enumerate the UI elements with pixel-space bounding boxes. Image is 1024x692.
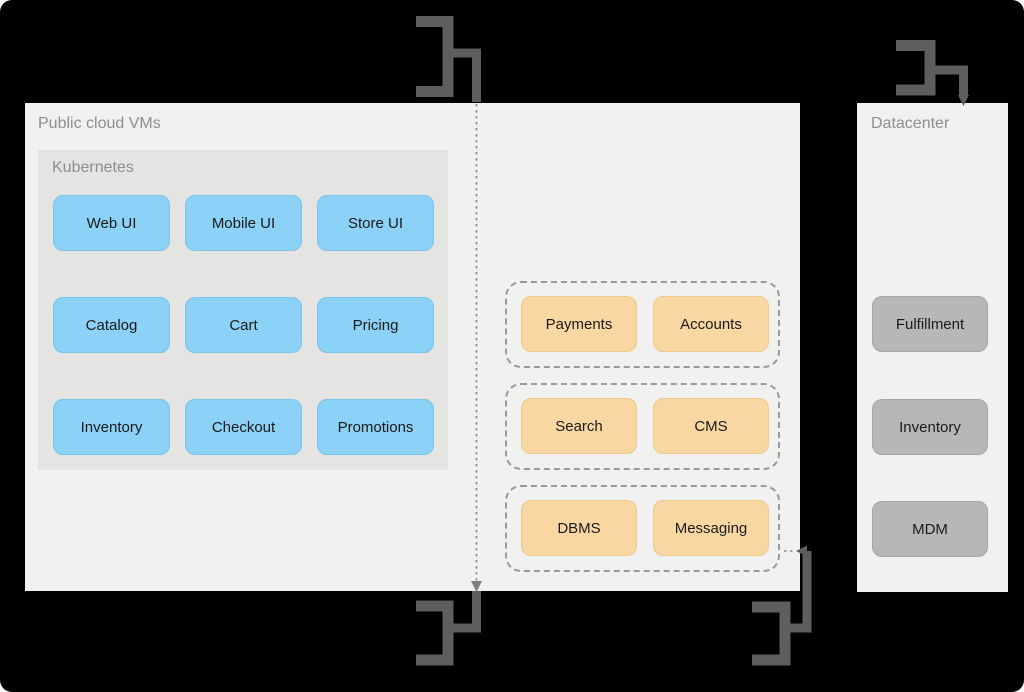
service-node-dc-inventory: Inventory	[872, 399, 988, 455]
service-node-search: Search	[521, 398, 637, 454]
kubernetes-panel: Kubernetes Web UI Mobile UI Store UI Cat…	[38, 150, 448, 470]
elbow-top-left	[450, 48, 481, 102]
service-node-accounts: Accounts	[653, 296, 769, 352]
elbow-top-right	[931, 65, 968, 96]
service-node-messaging: Messaging	[653, 500, 769, 556]
kubernetes-label: Kubernetes	[52, 159, 134, 176]
service-node-checkout: Checkout	[185, 399, 302, 455]
public-cloud-label: Public cloud VMs	[38, 115, 161, 132]
service-node-mdm: MDM	[872, 501, 988, 557]
service-node-web-ui: Web UI	[53, 195, 170, 251]
service-node-payments: Payments	[521, 296, 637, 352]
service-node-inventory: Inventory	[53, 399, 170, 455]
bracket-bottom-right	[752, 601, 791, 666]
datacenter-panel: Datacenter Fulfillment Inventory MDM	[857, 103, 1008, 592]
middleware-group-2	[505, 383, 780, 470]
service-node-pricing: Pricing	[317, 297, 434, 353]
bracket-bottom-left	[416, 600, 454, 666]
service-node-mobile-ui: Mobile UI	[185, 195, 302, 251]
elbow-bottom-left	[452, 591, 481, 633]
middleware-group-1	[505, 281, 780, 368]
service-node-cart: Cart	[185, 297, 302, 353]
bracket-top-right	[896, 40, 936, 96]
service-node-store-ui: Store UI	[317, 195, 434, 251]
middleware-group-3	[505, 485, 780, 572]
service-node-cms: CMS	[653, 398, 769, 454]
service-node-catalog: Catalog	[53, 297, 170, 353]
datacenter-label: Datacenter	[871, 115, 950, 132]
bracket-top-left	[416, 16, 454, 97]
service-node-dbms: DBMS	[521, 500, 637, 556]
service-node-promotions: Promotions	[317, 399, 434, 455]
service-node-fulfillment: Fulfillment	[872, 296, 988, 352]
